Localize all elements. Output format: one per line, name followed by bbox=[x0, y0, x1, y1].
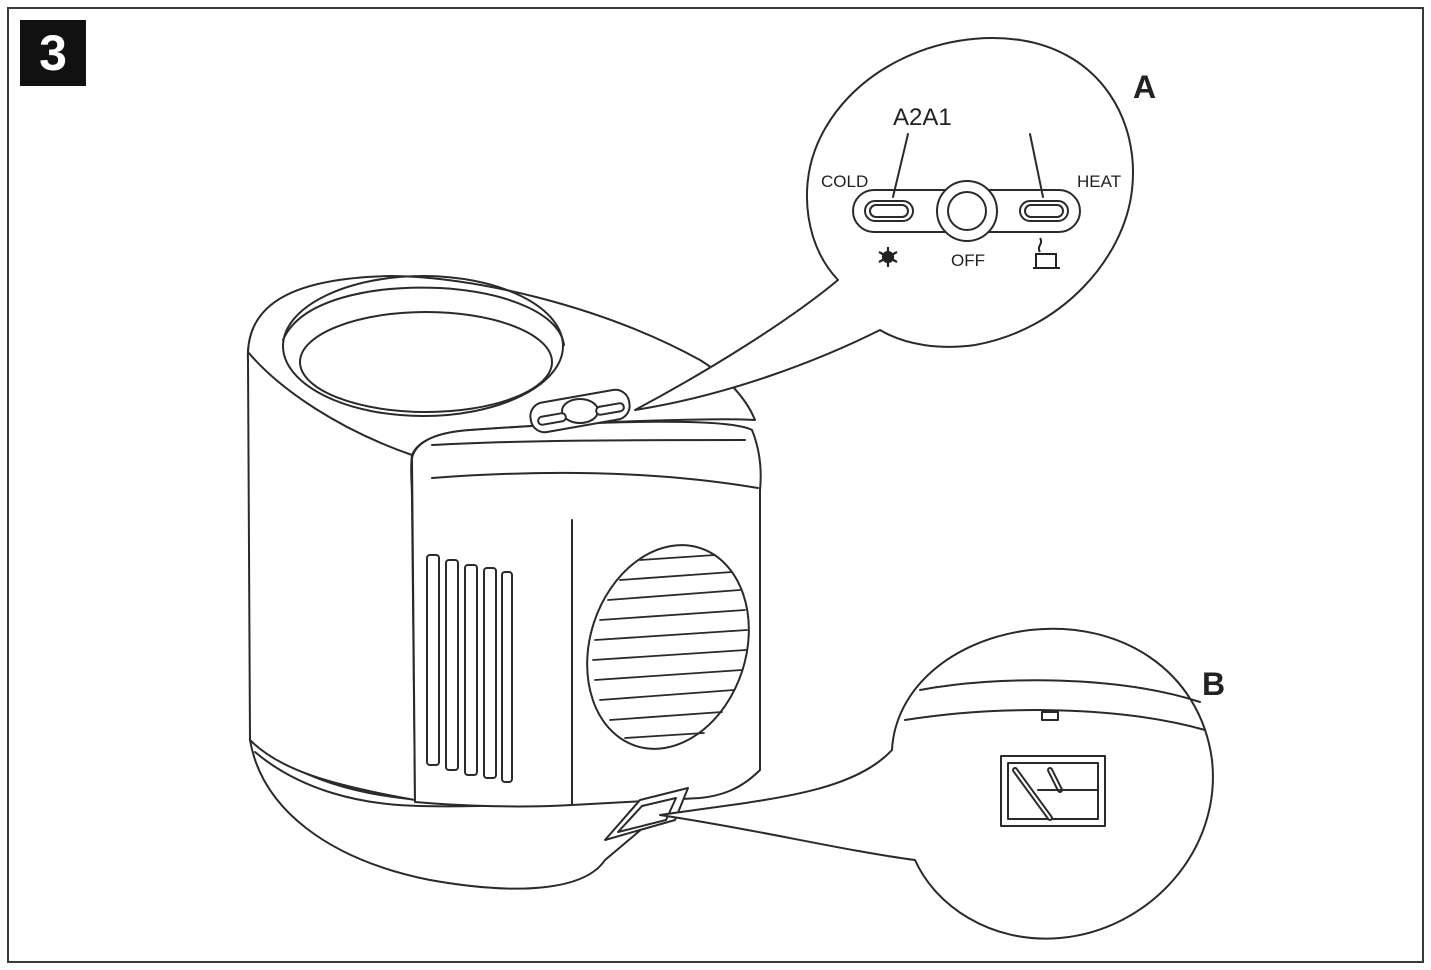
cooler-top-switch bbox=[529, 388, 631, 434]
callout-b-housing-curve bbox=[919, 679, 1201, 703]
position-codes-label: A2A1 bbox=[893, 104, 952, 131]
callout-b-letter: B bbox=[1202, 666, 1225, 702]
callout-a-letter: A bbox=[1133, 69, 1156, 105]
lid-inner-ring bbox=[299, 311, 553, 413]
step-number-badge: 3 bbox=[20, 20, 86, 86]
leader-a2 bbox=[892, 133, 909, 198]
leader-a1 bbox=[1029, 133, 1044, 198]
lid-outer-ring bbox=[282, 275, 564, 417]
heater-icon bbox=[1033, 237, 1060, 269]
cold-label: COLD bbox=[821, 172, 868, 191]
switch-detail bbox=[852, 180, 1081, 242]
callout-b-notch bbox=[1041, 711, 1059, 721]
off-label: OFF bbox=[951, 251, 985, 270]
callout-b-bubble bbox=[659, 627, 1214, 940]
lid-rim bbox=[282, 286, 565, 346]
cooler-base-socket bbox=[604, 787, 689, 841]
heat-label: HEAT bbox=[1077, 172, 1121, 191]
snowflake-icon bbox=[878, 247, 898, 267]
front-panel-top-edge bbox=[431, 439, 746, 446]
figure-frame bbox=[7, 7, 1424, 963]
power-socket-icon bbox=[1000, 755, 1106, 827]
callout-b-housing-edge bbox=[904, 709, 1206, 731]
front-panel-bevel bbox=[431, 471, 759, 489]
fan-grille-slats bbox=[592, 554, 748, 739]
left-vent-slots bbox=[426, 554, 513, 783]
